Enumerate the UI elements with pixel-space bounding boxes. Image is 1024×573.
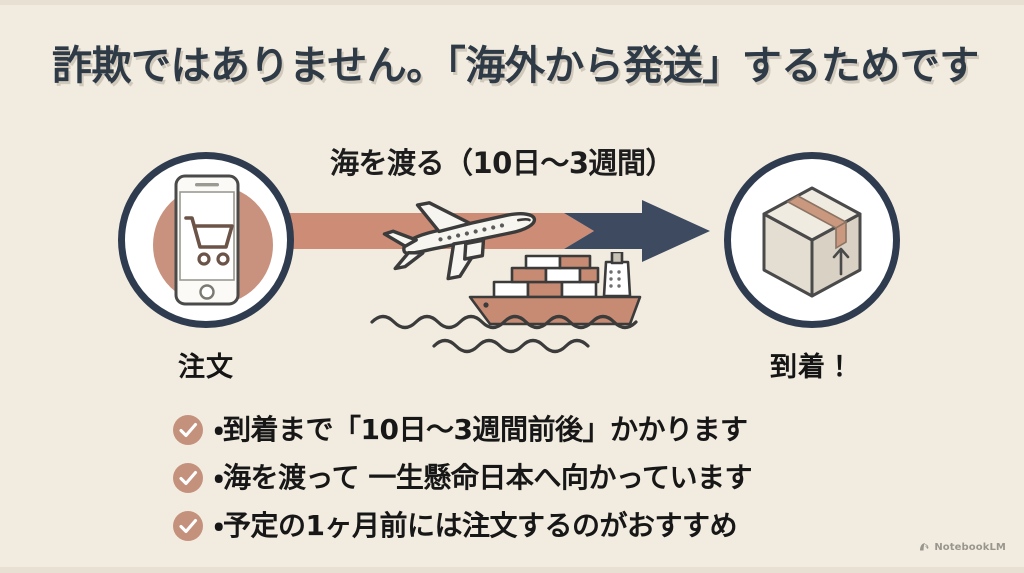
list-item-label: ・到着まで「10日〜3週間前後」かかります <box>214 413 748 446</box>
journey-caption: 海を渡る（10日〜3週間） <box>330 146 675 180</box>
watermark: NotebookLM <box>918 538 1006 557</box>
airplane-icon <box>378 186 558 282</box>
list-item: ・海を渡って 一生懸命日本へ向かっています <box>172 456 932 500</box>
list-item-label: ・予定の1ヶ月前には注文するのがおすすめ <box>214 509 738 542</box>
notebooklm-logo-icon <box>918 538 930 557</box>
check-circle-icon <box>172 414 204 446</box>
check-circle-icon <box>172 510 204 542</box>
list-item: ・到着まで「10日〜3週間前後」かかります <box>172 408 932 452</box>
ocean-waves-icon <box>368 306 658 360</box>
list-item: ・予定の1ヶ月前には注文するのがおすすめ <box>172 504 932 548</box>
check-circle-icon <box>172 462 204 494</box>
watermark-label: NotebookLM <box>934 542 1006 553</box>
node-arrive <box>724 152 900 328</box>
cardboard-box-icon <box>724 152 900 328</box>
smartphone-shopping-cart-icon <box>118 152 294 328</box>
list-item-label: ・海を渡って 一生懸命日本へ向かっています <box>214 461 752 494</box>
bottom-edge-band <box>0 567 1024 573</box>
bullet-list: ・到着まで「10日〜3週間前後」かかります ・海を渡って 一生懸命日本へ向かって… <box>172 408 932 552</box>
node-order <box>118 152 294 328</box>
node-order-label: 注文 <box>178 352 234 383</box>
page-title: 詐欺ではありません。「海外から発送」するためです <box>52 43 979 89</box>
top-edge-band <box>0 0 1024 5</box>
node-arrive-label: 到着！ <box>770 352 854 383</box>
